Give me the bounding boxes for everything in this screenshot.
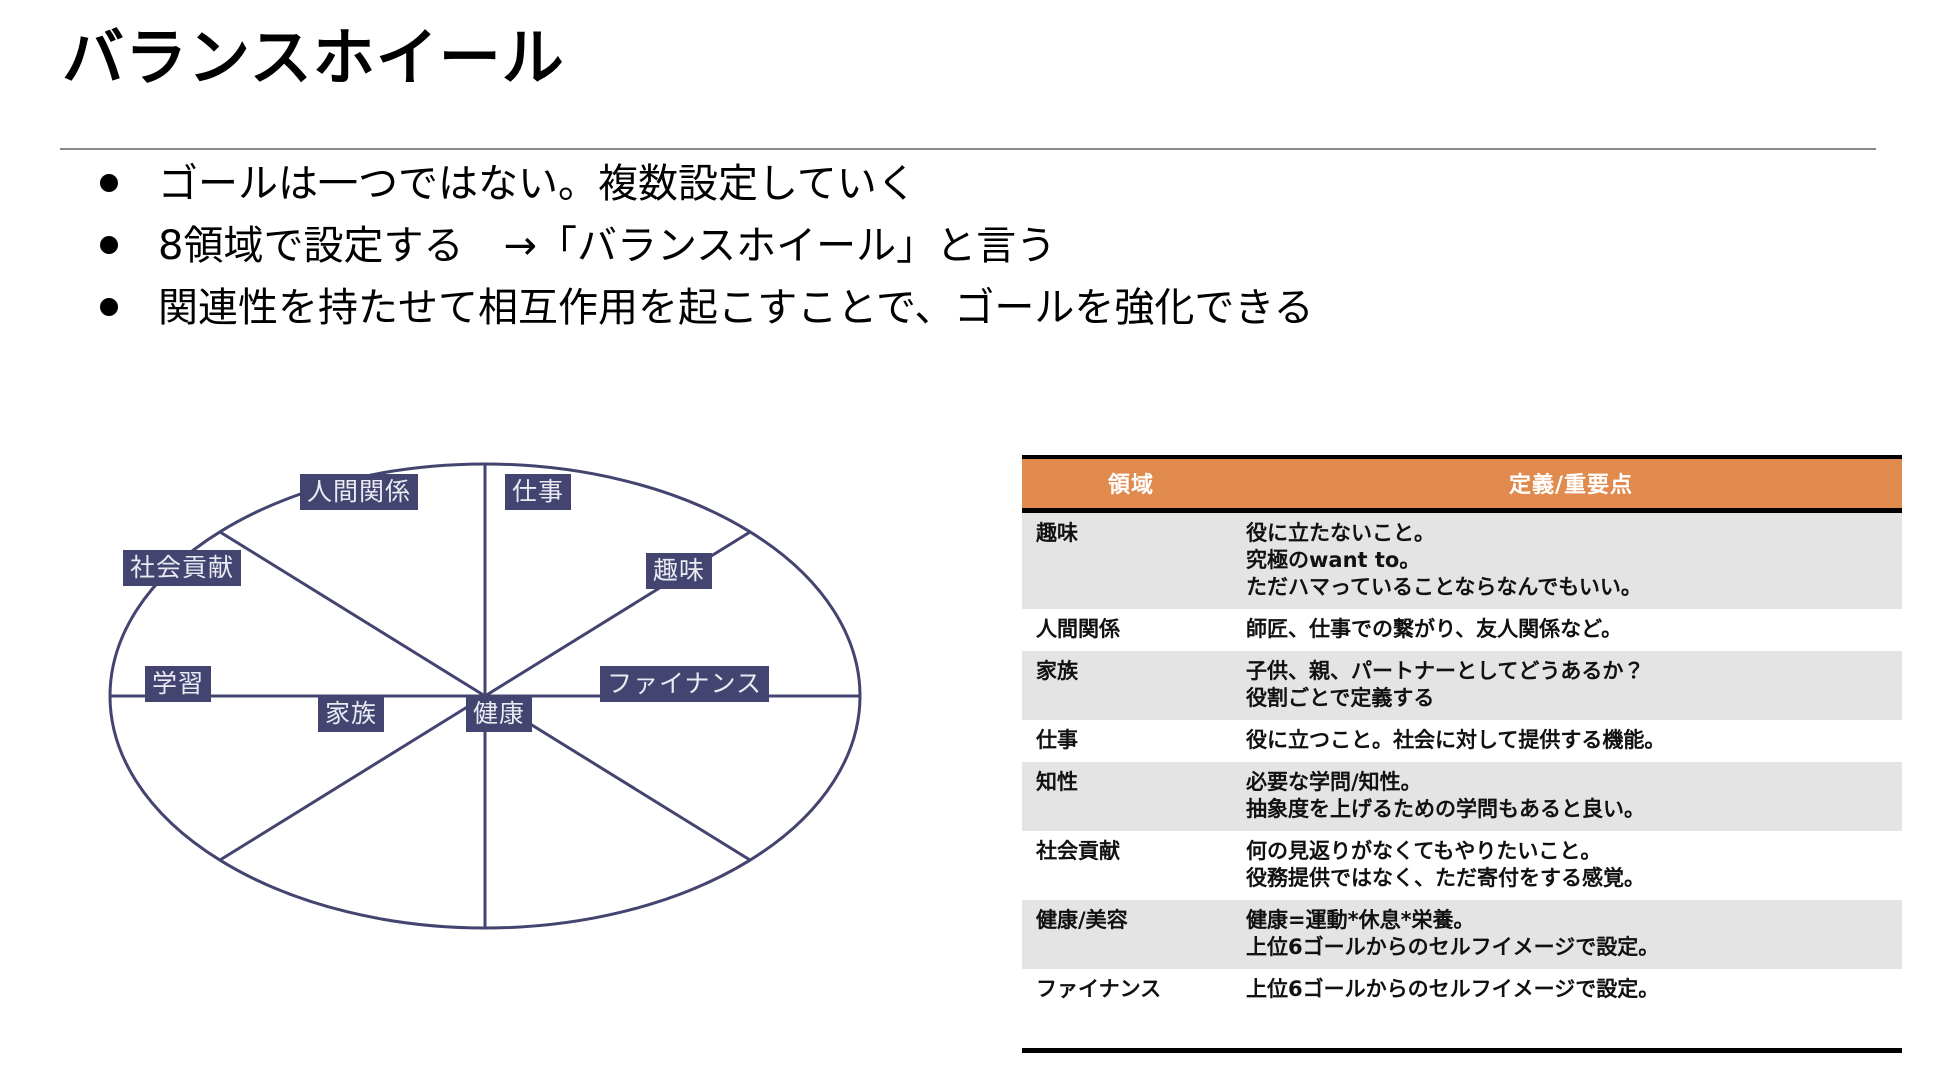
table-cell-domain: 知性 [1022, 762, 1240, 831]
table-cell-definition: 子供、親、パートナーとしてどうあるか？役割ごとで定義する [1240, 651, 1902, 720]
table-row: 知性必要な学問/知性。抽象度を上げるための学問もあると良い。 [1022, 762, 1902, 831]
table-header-row: 領域 定義/重要点 [1022, 457, 1902, 513]
table-cell-definition: 健康=運動*休息*栄養。上位6ゴールからのセルフイメージで設定。 [1240, 900, 1902, 969]
table-cell-domain: 健康/美容 [1022, 900, 1240, 969]
table-header: 領域 定義/重要点 [1022, 457, 1902, 513]
column-header-definition: 定義/重要点 [1240, 457, 1902, 513]
table-row: 健康/美容健康=運動*休息*栄養。上位6ゴールからのセルフイメージで設定。 [1022, 900, 1902, 969]
table-cell-definition: 師匠、仕事での繋がり、友人関係など。 [1246, 617, 1623, 641]
wheel-label-learning: 学習 [145, 666, 212, 702]
bullet-text: ゴールは一つではない。複数設定していく [158, 161, 917, 207]
table-row: 人間関係 師匠、仕事での繋がり、友人関係など。 [1022, 609, 1902, 651]
list-item: 関連性を持たせて相互作用を起こすことで、ゴールを強化できる [100, 282, 1860, 338]
wheel-label-finance: ファイナンス [600, 666, 770, 702]
definition-table: 領域 定義/重要点 趣味役に立たないこと。究極のwant to。ただハマっている… [1022, 455, 1902, 1011]
table-body: 趣味役に立たないこと。究極のwant to。ただハマっていることならなんでもいい… [1022, 510, 1902, 1012]
bullet-dot-icon [100, 174, 118, 192]
column-header-domain: 領域 [1022, 457, 1240, 513]
table-cell-domain: 人間関係 [1036, 617, 1120, 641]
table-cell-definition: 何の見返りがなくてもやりたいこと。役務提供ではなく、ただ寄付をする感覚。 [1246, 839, 1645, 890]
table-cell-domain: 仕事 [1036, 728, 1078, 752]
balance-wheel-diagram: 人間関係 仕事 社会貢献 趣味 学習 ファイナンス 家族 健康 [55, 438, 955, 958]
table-row: 趣味役に立たないこと。究極のwant to。ただハマっていることならなんでもいい… [1022, 510, 1902, 609]
table-cell-domain: 社会貢献 [1036, 839, 1120, 863]
wheel-label-family: 家族 [318, 696, 385, 732]
table-row: 社会貢献 何の見返りがなくてもやりたいこと。役務提供ではなく、ただ寄付をする感覚。 [1022, 831, 1902, 900]
table-cell-definition: 役に立つこと。社会に対して提供する機能。 [1246, 728, 1666, 752]
list-item: 8領域で設定する →「バランスホイール」と言う [100, 220, 1860, 276]
bullet-text: 8領域で設定する →「バランスホイール」と言う [158, 223, 1057, 269]
bullet-list: ゴールは一つではない。複数設定していく 8領域で設定する →「バランスホイール」… [100, 158, 1860, 344]
page-title: バランスホイール [62, 21, 565, 94]
bullet-text: 関連性を持たせて相互作用を起こすことで、ゴールを強化できる [158, 285, 1314, 331]
table-cell-definition: 上位6ゴールからのセルフイメージで設定。 [1246, 977, 1660, 1001]
table-cell-definition: 必要な学問/知性。抽象度を上げるための学問もあると良い。 [1240, 762, 1902, 831]
table-row: ファイナンス 上位6ゴールからのセルフイメージで設定。 [1022, 969, 1902, 1011]
table-cell-domain: 趣味 [1022, 510, 1240, 609]
wheel-label-human-relations: 人間関係 [300, 474, 419, 510]
table-bottom-divider [1022, 1048, 1902, 1053]
table-row: 家族子供、親、パートナーとしてどうあるか？役割ごとで定義する [1022, 651, 1902, 720]
wheel-label-health: 健康 [466, 696, 533, 732]
wheel-label-work: 仕事 [505, 474, 572, 510]
bullet-dot-icon [100, 298, 118, 316]
bullet-dot-icon [100, 236, 118, 254]
title-divider [60, 148, 1876, 150]
wheel-label-hobby: 趣味 [646, 553, 713, 589]
table-cell-definition: 役に立たないこと。究極のwant to。ただハマっていることならなんでもいい。 [1240, 510, 1902, 609]
list-item: ゴールは一つではない。複数設定していく [100, 158, 1860, 214]
table-cell-domain: 家族 [1022, 651, 1240, 720]
table-cell-domain: ファイナンス [1036, 977, 1162, 1001]
table-row: 仕事 役に立つこと。社会に対して提供する機能。 [1022, 720, 1902, 762]
wheel-label-social-contribution: 社会貢献 [123, 550, 242, 586]
